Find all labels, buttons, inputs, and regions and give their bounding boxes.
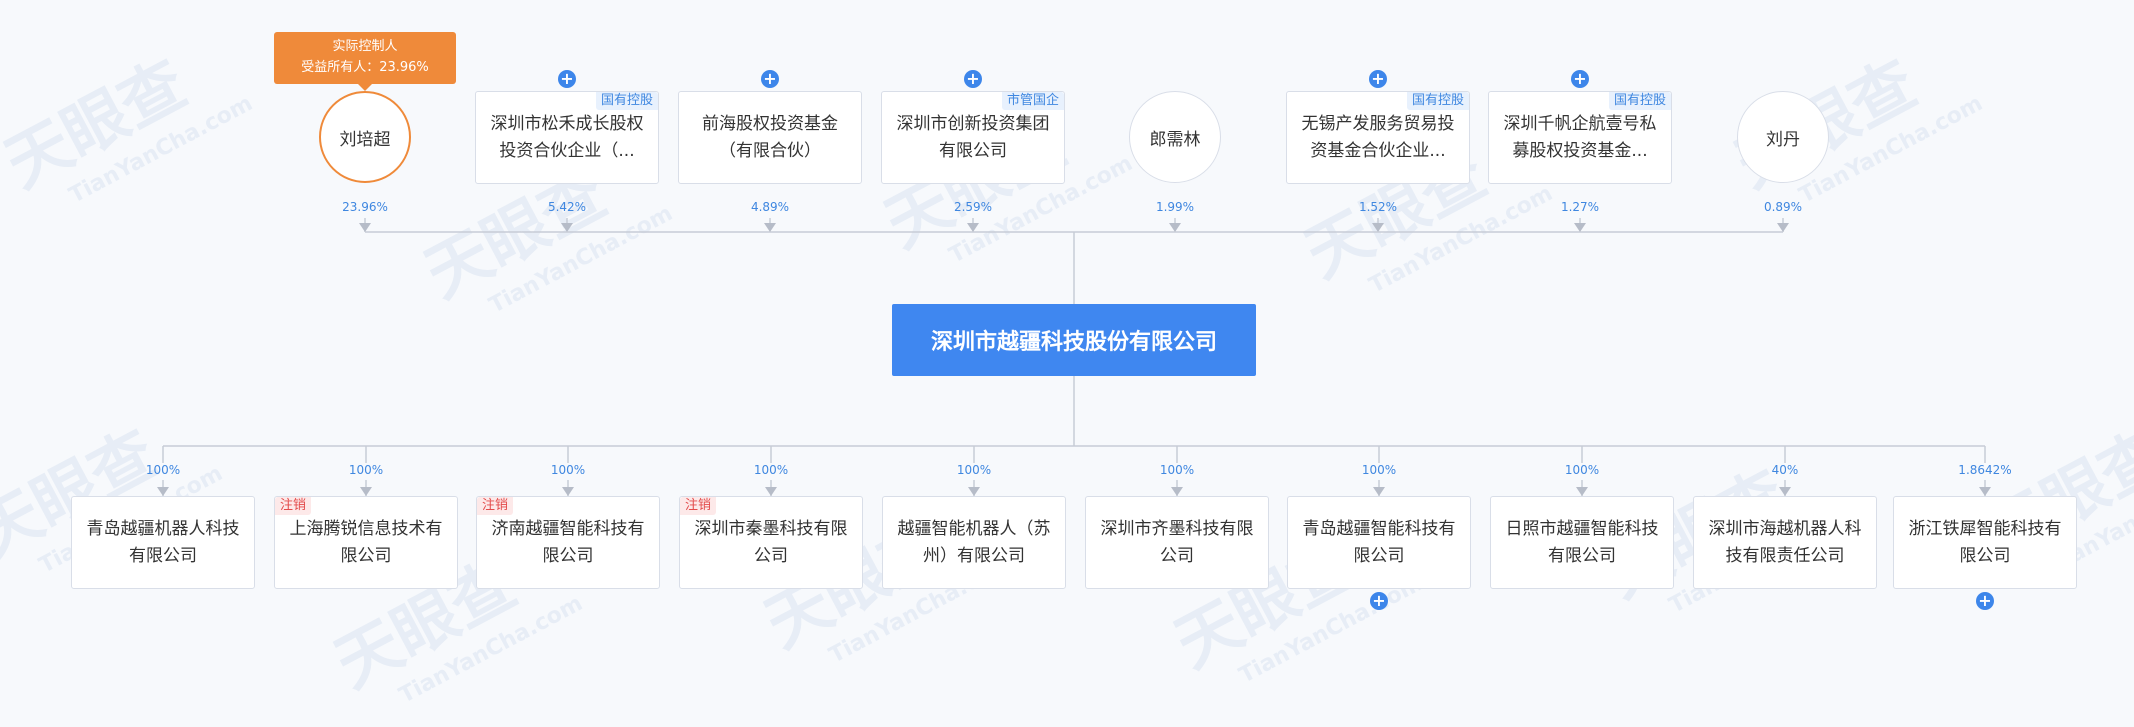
state-owned-tag: 国有控股: [1608, 92, 1671, 110]
arrow-down-icon: [1372, 223, 1384, 232]
arrow-down-icon: [562, 487, 574, 496]
subsidiary-company[interactable]: 济南越疆智能科技有限公司 注销: [476, 496, 660, 589]
arrow-down-icon: [1777, 223, 1789, 232]
subsidiary-name: 上海腾锐信息技术有限公司: [289, 518, 443, 566]
subsidiary-name: 深圳市齐墨科技有限公司: [1100, 518, 1254, 566]
cancelled-tag: 注销: [477, 497, 514, 515]
arrow-down-icon: [359, 223, 371, 232]
share-percent: 1.52%: [1358, 200, 1398, 214]
target-company-name: 深圳市越疆科技股份有限公司: [930, 330, 1217, 355]
shareholder-name: 刘丹: [1766, 129, 1800, 150]
invest-percent: 100%: [145, 463, 181, 477]
shareholder-person[interactable]: 刘培超: [319, 91, 411, 183]
controller-badge-title: 实际控制人: [332, 39, 398, 54]
share-percent: 4.89%: [750, 200, 790, 214]
shareholder-org[interactable]: 深圳千帆企航壹号私募股权投资基金... 国有控股: [1488, 91, 1672, 184]
plus-circle-icon[interactable]: +: [964, 70, 982, 88]
share-percent: 2.59%: [953, 200, 993, 214]
arrow-down-icon: [968, 487, 980, 496]
share-percent: 5.42%: [547, 200, 587, 214]
shareholder-name: 刘培超: [339, 129, 391, 150]
arrow-down-icon: [967, 223, 979, 232]
state-owned-tag: 市管国企: [1001, 92, 1064, 110]
arrow-down-icon: [1576, 487, 1588, 496]
subsidiary-name: 济南越疆智能科技有限公司: [491, 518, 645, 566]
subsidiary-name: 越疆智能机器人（苏州）有限公司: [897, 518, 1051, 566]
plus-circle-icon[interactable]: +: [761, 70, 779, 88]
arrow-down-icon: [561, 223, 573, 232]
cancelled-tag: 注销: [275, 497, 312, 515]
arrow-down-icon: [360, 487, 372, 496]
subsidiary-company[interactable]: 深圳市秦墨科技有限公司 注销: [679, 496, 863, 589]
shareholder-person[interactable]: 郎需林: [1129, 91, 1221, 183]
shareholder-name: 深圳市松禾成长股权投资合伙企业（...: [490, 113, 644, 161]
subsidiary-company[interactable]: 越疆智能机器人（苏州）有限公司: [882, 496, 1066, 589]
plus-circle-icon[interactable]: +: [558, 70, 576, 88]
arrow-down-icon: [1574, 223, 1586, 232]
invest-percent: 100%: [956, 463, 992, 477]
shareholder-person[interactable]: 刘丹: [1737, 91, 1829, 183]
arrow-down-icon: [1979, 487, 1991, 496]
subsidiary-company[interactable]: 青岛越疆机器人科技有限公司: [71, 496, 255, 589]
state-owned-tag: 国有控股: [1406, 92, 1469, 110]
subsidiary-name: 浙江铁犀智能科技有限公司: [1908, 518, 2062, 566]
shareholder-name: 前海股权投资基金（有限合伙）: [702, 113, 838, 161]
shareholder-org[interactable]: 深圳市松禾成长股权投资合伙企业（... 国有控股: [475, 91, 659, 184]
subsidiary-name: 日照市越疆智能科技有限公司: [1505, 518, 1659, 566]
invest-percent: 100%: [1361, 463, 1397, 477]
share-percent: 23.96%: [342, 200, 388, 214]
arrow-down-icon: [1169, 223, 1181, 232]
subsidiary-company[interactable]: 深圳市海越机器人科技有限责任公司: [1693, 496, 1877, 589]
subsidiary-name: 深圳市秦墨科技有限公司: [694, 518, 848, 566]
subsidiary-name: 青岛越疆智能科技有限公司: [1302, 518, 1456, 566]
invest-percent: 100%: [1564, 463, 1600, 477]
controller-badge-share: 受益所有人：23.96%: [301, 60, 429, 75]
invest-percent: 1.8642%: [1958, 463, 2012, 477]
invest-percent: 100%: [753, 463, 789, 477]
shareholder-org[interactable]: 前海股权投资基金（有限合伙）: [678, 91, 862, 184]
shareholder-org[interactable]: 无锡产发服务贸易投资基金合伙企业... 国有控股: [1286, 91, 1470, 184]
shareholder-org[interactable]: 深圳市创新投资集团有限公司 市管国企: [881, 91, 1065, 184]
arrow-down-icon: [764, 223, 776, 232]
subsidiary-name: 深圳市海越机器人科技有限责任公司: [1708, 518, 1862, 566]
shareholder-name: 郎需林: [1149, 129, 1201, 150]
connector-lines: [157, 218, 1991, 496]
arrow-down-icon: [765, 487, 777, 496]
subsidiary-company[interactable]: 上海腾锐信息技术有限公司 注销: [274, 496, 458, 589]
plus-circle-icon[interactable]: +: [1370, 592, 1388, 610]
state-owned-tag: 国有控股: [595, 92, 658, 110]
subsidiary-company[interactable]: 浙江铁犀智能科技有限公司: [1893, 496, 2077, 589]
invest-percent: 100%: [348, 463, 384, 477]
plus-circle-icon[interactable]: +: [1571, 70, 1589, 88]
share-percent: 1.27%: [1560, 200, 1600, 214]
subsidiary-company[interactable]: 日照市越疆智能科技有限公司: [1490, 496, 1674, 589]
subsidiary-name: 青岛越疆机器人科技有限公司: [86, 518, 240, 566]
share-percent: 1.99%: [1155, 200, 1195, 214]
plus-circle-icon[interactable]: +: [1369, 70, 1387, 88]
cancelled-tag: 注销: [680, 497, 717, 515]
controller-badge: 实际控制人 受益所有人：23.96%: [274, 32, 456, 91]
shareholder-name: 无锡产发服务贸易投资基金合伙企业...: [1301, 113, 1455, 161]
arrow-down-icon: [1171, 487, 1183, 496]
invest-percent: 100%: [1159, 463, 1195, 477]
invest-percent: 100%: [550, 463, 586, 477]
arrow-down-icon: [157, 487, 169, 496]
share-percent: 0.89%: [1763, 200, 1803, 214]
subsidiary-company[interactable]: 青岛越疆智能科技有限公司: [1287, 496, 1471, 589]
arrow-down-icon: [1779, 487, 1791, 496]
target-company[interactable]: 深圳市越疆科技股份有限公司: [892, 304, 1256, 376]
arrow-down-icon: [1373, 487, 1385, 496]
invest-percent: 40%: [1771, 463, 1799, 477]
subsidiary-company[interactable]: 深圳市齐墨科技有限公司: [1085, 496, 1269, 589]
shareholder-name: 深圳千帆企航壹号私募股权投资基金...: [1503, 113, 1657, 161]
shareholder-name: 深圳市创新投资集团有限公司: [896, 113, 1050, 161]
plus-circle-icon[interactable]: +: [1976, 592, 1994, 610]
